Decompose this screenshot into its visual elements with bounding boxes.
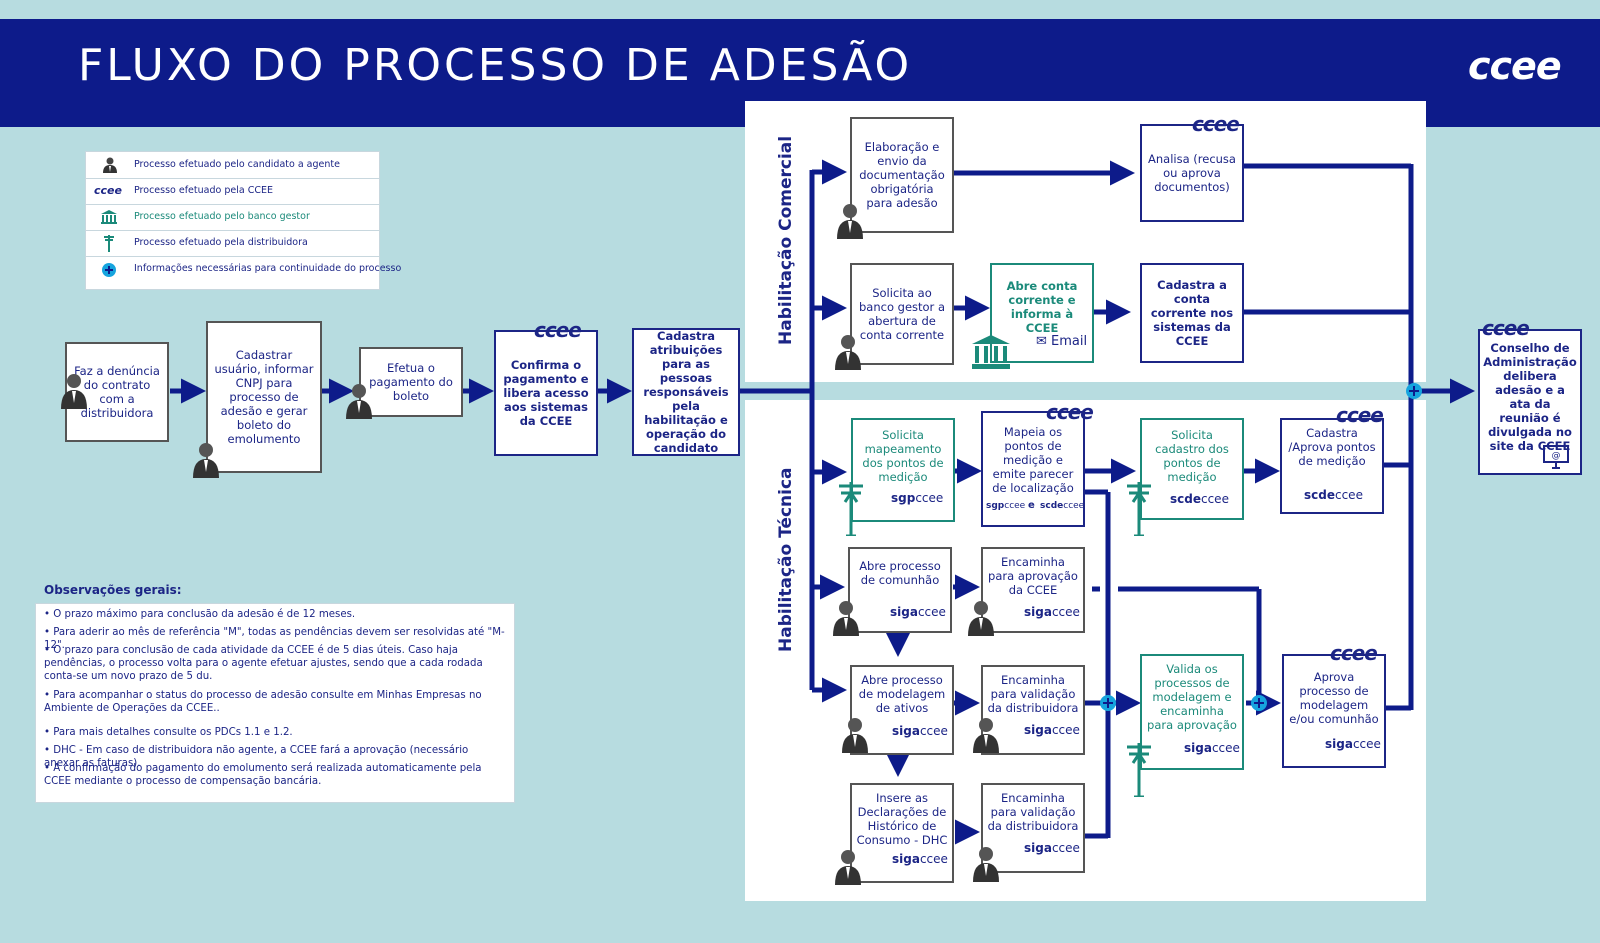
ccee-logo-icon: ccee	[94, 184, 122, 197]
observacao-item: • Para mais detalhes consulte os PDCs 1.…	[44, 727, 293, 738]
person-icon	[346, 384, 372, 419]
observacao-item: • Para acompanhar o status do processo d…	[44, 690, 482, 714]
bank-icon	[972, 335, 1010, 369]
sigaccee-tag: sigaccee	[1024, 841, 1080, 855]
legend-row: Processo efetuado pelo candidato a agent…	[86, 152, 379, 179]
observacoes-box: • O prazo máximo para conclusão da adesã…	[35, 603, 515, 803]
box-solicita-cadastro: Solicita cadastro dos pontos de medição	[1140, 418, 1244, 520]
sigaccee-tag: sigaccee	[1024, 605, 1080, 619]
observacao-item: • A confirmação do pagamento do emolumen…	[44, 763, 482, 787]
box-mapeia-pontos: Mapeia os pontos de medição e emite pare…	[981, 411, 1085, 527]
page-title: FLUXO DO PROCESSO DE ADESÃO	[78, 40, 913, 91]
box-solicita-banco: Solicita ao banco gestor a abertura de c…	[850, 263, 954, 365]
step-conselho-delibera: Conselho de Administração delibera adesã…	[1478, 329, 1582, 475]
sigaccee-tag: sigaccee	[1325, 737, 1381, 751]
person-icon	[61, 374, 87, 409]
observacoes-title: Observações gerais:	[44, 583, 182, 597]
person-icon	[193, 443, 219, 478]
utility-pole-icon	[1127, 482, 1151, 536]
legend-label: Processo efetuado pela CCEE	[134, 185, 273, 196]
person-icon	[833, 601, 859, 636]
email-tag: ✉ Email	[1036, 334, 1088, 349]
ccee-logo: ccee	[1468, 44, 1562, 88]
box-elaboracao-documentacao: Elaboração e envio da documentação obrig…	[850, 117, 954, 233]
ccee-logo-icon: ccee	[1192, 112, 1240, 136]
scdeccee-tag: scdeccee	[1170, 492, 1229, 506]
person-icon	[973, 718, 999, 753]
bank-icon	[101, 210, 117, 224]
legend-row: Informações necessárias para continuidad…	[86, 256, 401, 282]
legend-label: Informações necessárias para continuidad…	[134, 263, 402, 274]
observacao-item: • O prazo máximo para conclusão da adesã…	[44, 609, 356, 620]
utility-pole-icon	[104, 235, 114, 252]
step-cadastrar-usuario: Cadastrar usuário, informar CNPJ para pr…	[206, 321, 322, 473]
legend-label: Processo efetuado pela distribuidora	[134, 237, 308, 248]
box-abre-comunhao: Abre processo de comunhão	[848, 547, 952, 633]
box-solicita-mapeamento: Solicita mapeamento dos pontos de mediçã…	[851, 418, 955, 522]
box-abre-conta: Abre conta corrente e informa à CCEE	[990, 263, 1094, 363]
person-icon	[103, 157, 117, 173]
sigaccee-tag: sigaccee	[890, 605, 946, 619]
box-encaminha-validacao-2: Encaminha para validação da distribuidor…	[981, 783, 1085, 873]
observacao-item: • O prazo para conclusão de cada ativida…	[44, 645, 483, 682]
monitor-icon: @	[1543, 445, 1569, 469]
box-encaminha-aprovacao-ccee: Encaminha para aprovação da CCEE	[981, 547, 1085, 633]
sgpccee-tag: sgpccee	[891, 491, 944, 505]
box-analisa-documentos: Analisa (recusa ou aprova documentos)	[1140, 124, 1244, 222]
box-cadastra-aprova-pontos: Cadastra /Aprova pontos de medição	[1280, 418, 1384, 514]
legend-row: Processo efetuado pelo banco gestor	[86, 204, 379, 231]
person-icon	[968, 601, 994, 636]
plus-icon	[1406, 383, 1422, 399]
utility-pole-icon	[839, 482, 863, 536]
plus-icon	[1251, 695, 1267, 711]
sgpccee-tag: sgpccee	[986, 501, 1026, 511]
plus-icon	[1100, 695, 1116, 711]
step-efetua-pagamento: Efetua o pagamento do boleto	[359, 347, 463, 417]
ccee-logo-icon: ccee	[534, 318, 582, 342]
sigaccee-tag: sigaccee	[892, 724, 948, 738]
box-abre-modelagem: Abre processo de modelagem de ativos	[850, 665, 954, 755]
scdeccee-tag: scdeccee	[1040, 501, 1085, 511]
person-icon	[973, 847, 999, 882]
person-icon	[842, 718, 868, 753]
box-valida-processos: Valida os processos de modelagem e encam…	[1140, 654, 1244, 770]
box-insere-dhc: Insere as Declarações de Histórico de Co…	[850, 783, 954, 883]
ccee-logo-icon: ccee	[1046, 400, 1094, 424]
sigaccee-tag: sigaccee	[1184, 741, 1240, 755]
legend: Processo efetuado pelo candidato a agent…	[85, 151, 401, 290]
legend-row: Processo efetuado pela distribuidora	[86, 230, 379, 257]
step-cadastra-atribuicoes: Cadastra atribuições para as pessoas res…	[632, 328, 740, 456]
person-icon	[835, 850, 861, 885]
scdeccee-tag: scdeccee	[1304, 488, 1363, 502]
utility-pole-icon	[1127, 743, 1151, 797]
sigaccee-tag: sigaccee	[892, 852, 948, 866]
box-cadastra-conta: Cadastra a conta corrente nos sistemas d…	[1140, 263, 1244, 363]
plus-icon	[102, 263, 116, 277]
person-icon	[835, 335, 861, 370]
person-icon	[837, 204, 863, 239]
ccee-logo-icon: ccee	[1330, 641, 1378, 665]
observacao-item: • Para aderir ao mês de referência "M", …	[44, 627, 505, 651]
and-label: e	[1028, 500, 1035, 511]
legend-row: ccee Processo efetuado pela CCEE	[86, 178, 379, 205]
sigaccee-tag: sigaccee	[1024, 723, 1080, 737]
email-icon: ✉	[1036, 334, 1047, 349]
box-encaminha-validacao-1: Encaminha para validação da distribuidor…	[981, 665, 1085, 755]
observacao-item: • DHC - Em caso de distribuidora não age…	[44, 745, 469, 769]
ccee-logo-icon: ccee	[1482, 316, 1530, 340]
box-aprova-modelagem: Aprova processo de modelagem e/ou comunh…	[1282, 654, 1386, 768]
step-denuncia-contrato: Faz a denúncia do contrato com a distrib…	[65, 342, 169, 442]
ccee-logo-icon: ccee	[1336, 403, 1384, 427]
step-confirma-pagamento: Confirma o pagamento e libera acesso aos…	[494, 330, 598, 456]
panel-divider	[745, 382, 1426, 400]
svg-text:@: @	[1552, 451, 1561, 461]
legend-label: Processo efetuado pelo candidato a agent…	[134, 159, 340, 170]
legend-label: Processo efetuado pelo banco gestor	[134, 211, 310, 222]
